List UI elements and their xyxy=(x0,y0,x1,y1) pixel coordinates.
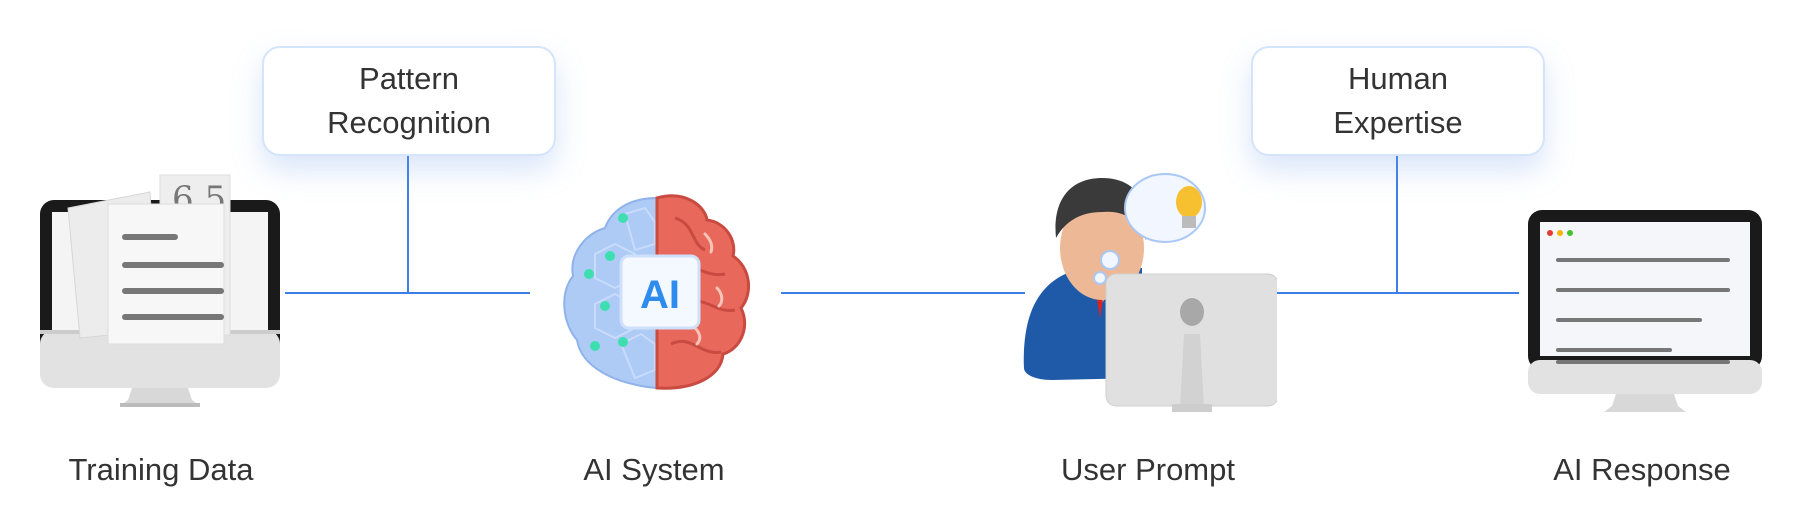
connector-ai-to-user xyxy=(781,292,1025,294)
node-label-ai-response: AI Response xyxy=(1553,452,1731,487)
connector-expertise-callout xyxy=(1396,153,1398,293)
callout-line: Expertise xyxy=(1333,105,1463,140)
user-at-computer-icon xyxy=(1023,173,1277,412)
monitor-text-icon xyxy=(1528,210,1762,412)
ai-brain-icon: AI xyxy=(563,194,751,390)
callout-pattern-recognition: Pattern Recognition xyxy=(262,46,556,156)
ai-badge-text: AI xyxy=(640,273,680,317)
connector-user-to-response xyxy=(1272,292,1519,294)
callout-human-expertise: Human Expertise xyxy=(1251,46,1545,156)
callout-line: Pattern xyxy=(359,61,459,96)
callout-line: Human xyxy=(1348,61,1448,96)
callout-line: Recognition xyxy=(327,105,491,140)
node-label-user-prompt: User Prompt xyxy=(1061,452,1235,487)
connector-pattern-callout xyxy=(407,153,409,293)
monitor-documents-icon: 6 5 xyxy=(40,174,280,407)
connector-training-to-ai xyxy=(285,292,530,294)
node-label-training-data: Training Data xyxy=(68,452,254,487)
node-label-ai-system: AI System xyxy=(583,452,725,487)
